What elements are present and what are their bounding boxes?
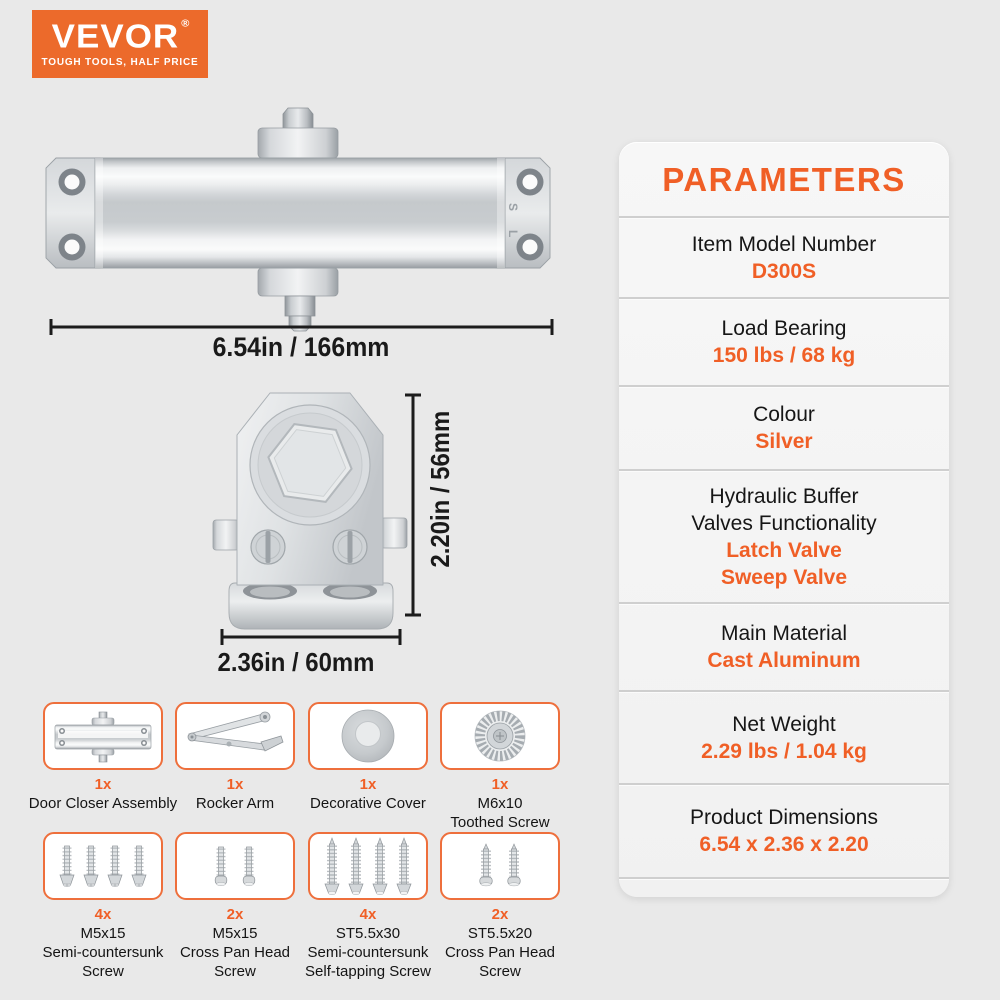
part-box (308, 702, 428, 770)
parameters-title: PARAMETERS (662, 161, 906, 198)
part-qty: 1x (94, 776, 112, 793)
param-value: D300S (751, 259, 817, 283)
part-box (175, 832, 295, 900)
param-row-dimensions: Product Dimensions 6.54 x 2.36 x 2.20 (619, 783, 949, 877)
part-name: ST5.5x20 Cross Pan Head Screw (444, 925, 556, 980)
param-label: Load Bearing (721, 317, 847, 340)
logo-brand-text: VEVOR® (51, 17, 191, 56)
parameters-panel: PARAMETERS Item Model Number D300S Load … (619, 142, 949, 897)
param-row-material: Main Material Cast Aluminum (619, 602, 949, 690)
part-qty: 1x (226, 776, 244, 793)
param-row-colour: Colour Silver (619, 385, 949, 469)
part-door-closer-assembly: 1x Door Closer Assembly (28, 702, 178, 813)
door-closer-top-view-illustration: S L (45, 107, 554, 335)
param-row-load-bearing: Load Bearing 150 lbs / 68 kg (619, 297, 949, 385)
logo-tagline: TOUGH TOOLS, HALF PRICE (41, 57, 199, 68)
part-box (308, 832, 428, 900)
part-pan-head-screws: 2x M5x15 Cross Pan Head Screw (160, 832, 310, 981)
left-valve-tab (212, 519, 240, 551)
pan-head-screw-icon (177, 834, 293, 898)
door-closer-assembly-icon (54, 711, 152, 763)
closer-body (94, 157, 506, 269)
bottom-spindle-tip (288, 315, 312, 332)
hex-socket-inner (273, 429, 347, 497)
base-hole-left-inner (250, 586, 290, 598)
stamp-s: S (506, 203, 520, 211)
param-value: Latch Valve Sweep Valve (720, 538, 848, 589)
part-box (175, 702, 295, 770)
part-name: ST5.5x30 Semi-countersunk Self-tapping S… (305, 925, 431, 980)
param-label: Hydraulic Buffer Valves Functionality (691, 484, 877, 535)
param-label: Main Material (720, 622, 848, 645)
vevor-logo: VEVOR® TOUGH TOOLS, HALF PRICE (32, 10, 208, 78)
param-value: 2.29 lbs / 1.04 kg (701, 739, 867, 763)
param-value: Silver (755, 430, 813, 453)
bottom-spindle-shaft (284, 295, 316, 317)
param-row-net-weight: Net Weight 2.29 lbs / 1.04 kg (619, 690, 949, 783)
part-box (440, 702, 560, 770)
stamp-l: L (506, 230, 520, 237)
part-name: M6x10 Toothed Screw (450, 795, 550, 831)
panel-footer (619, 877, 949, 897)
part-long-tapping-screws: 4x ST5.5x30 Semi-countersunk Self-tappin… (293, 832, 443, 981)
param-value: 150 lbs / 68 kg (712, 344, 856, 367)
rocker-arm-icon (187, 711, 284, 752)
param-value: Cast Aluminum (707, 649, 861, 672)
part-toothed-screw: 1x M6x10 Toothed Screw (425, 702, 575, 832)
latch-valve-screw (250, 529, 286, 565)
part-decorative-cover: 1x Decorative Cover (293, 702, 443, 813)
body-left-chamfer (95, 158, 103, 268)
long-tapping-screw-icon (310, 834, 426, 898)
sweep-valve-screw (332, 529, 368, 565)
part-short-tapping-screws: 2x ST5.5x20 Cross Pan Head Screw (425, 832, 575, 981)
countersunk-screw-icon (45, 834, 161, 898)
top-view-dimension-label: 6.54in / 166mm (212, 332, 390, 362)
bottom-spindle-cap (257, 267, 339, 297)
base-hole-right-inner (330, 586, 370, 598)
part-name: Rocker Arm (195, 795, 275, 812)
part-box (440, 832, 560, 900)
width-dimension-line (49, 319, 554, 335)
part-rocker-arm: 1x Rocker Arm (160, 702, 310, 813)
right-valve-tab (380, 517, 408, 549)
door-closer-end-view-illustration (212, 392, 421, 645)
top-spindle-cap (257, 127, 339, 159)
base-width-dimension-line (220, 629, 402, 645)
part-countersunk-screws: 4x M5x15 Semi-countersunk Screw (28, 832, 178, 981)
part-qty: 2x (226, 906, 244, 923)
part-box (43, 832, 163, 900)
param-label: Colour (753, 403, 815, 426)
part-box (43, 702, 163, 770)
part-qty: 2x (491, 906, 509, 923)
body-right-chamfer (497, 158, 505, 268)
registered-mark: ® (181, 17, 191, 30)
part-name: Door Closer Assembly (28, 795, 178, 812)
param-row-valves: Hydraulic Buffer Valves Functionality La… (619, 469, 949, 602)
decorative-cover-icon (341, 709, 395, 763)
part-qty: 4x (359, 906, 377, 923)
end-view-width-label: 2.36in / 60mm (217, 647, 375, 677)
part-qty: 4x (94, 906, 112, 923)
part-qty: 1x (359, 776, 377, 793)
mounting-holes (58, 168, 544, 261)
param-label: Net Weight (732, 712, 836, 736)
height-dimension-line (405, 393, 421, 617)
short-tapping-screw-icon (442, 834, 558, 898)
param-value: 6.54 x 2.36 x 2.20 (699, 833, 869, 856)
param-row-model: Item Model Number D300S (619, 216, 949, 297)
part-name: M5x15 Semi-countersunk Screw (42, 925, 164, 980)
toothed-screw-icon (474, 710, 526, 762)
end-view-height-label: 2.20in / 56mm (425, 410, 455, 568)
param-label: Product Dimensions (690, 806, 878, 829)
part-name: M5x15 Cross Pan Head Screw (179, 925, 291, 980)
part-qty: 1x (491, 776, 509, 793)
param-label: Item Model Number (691, 232, 877, 256)
part-name: Decorative Cover (310, 795, 426, 812)
